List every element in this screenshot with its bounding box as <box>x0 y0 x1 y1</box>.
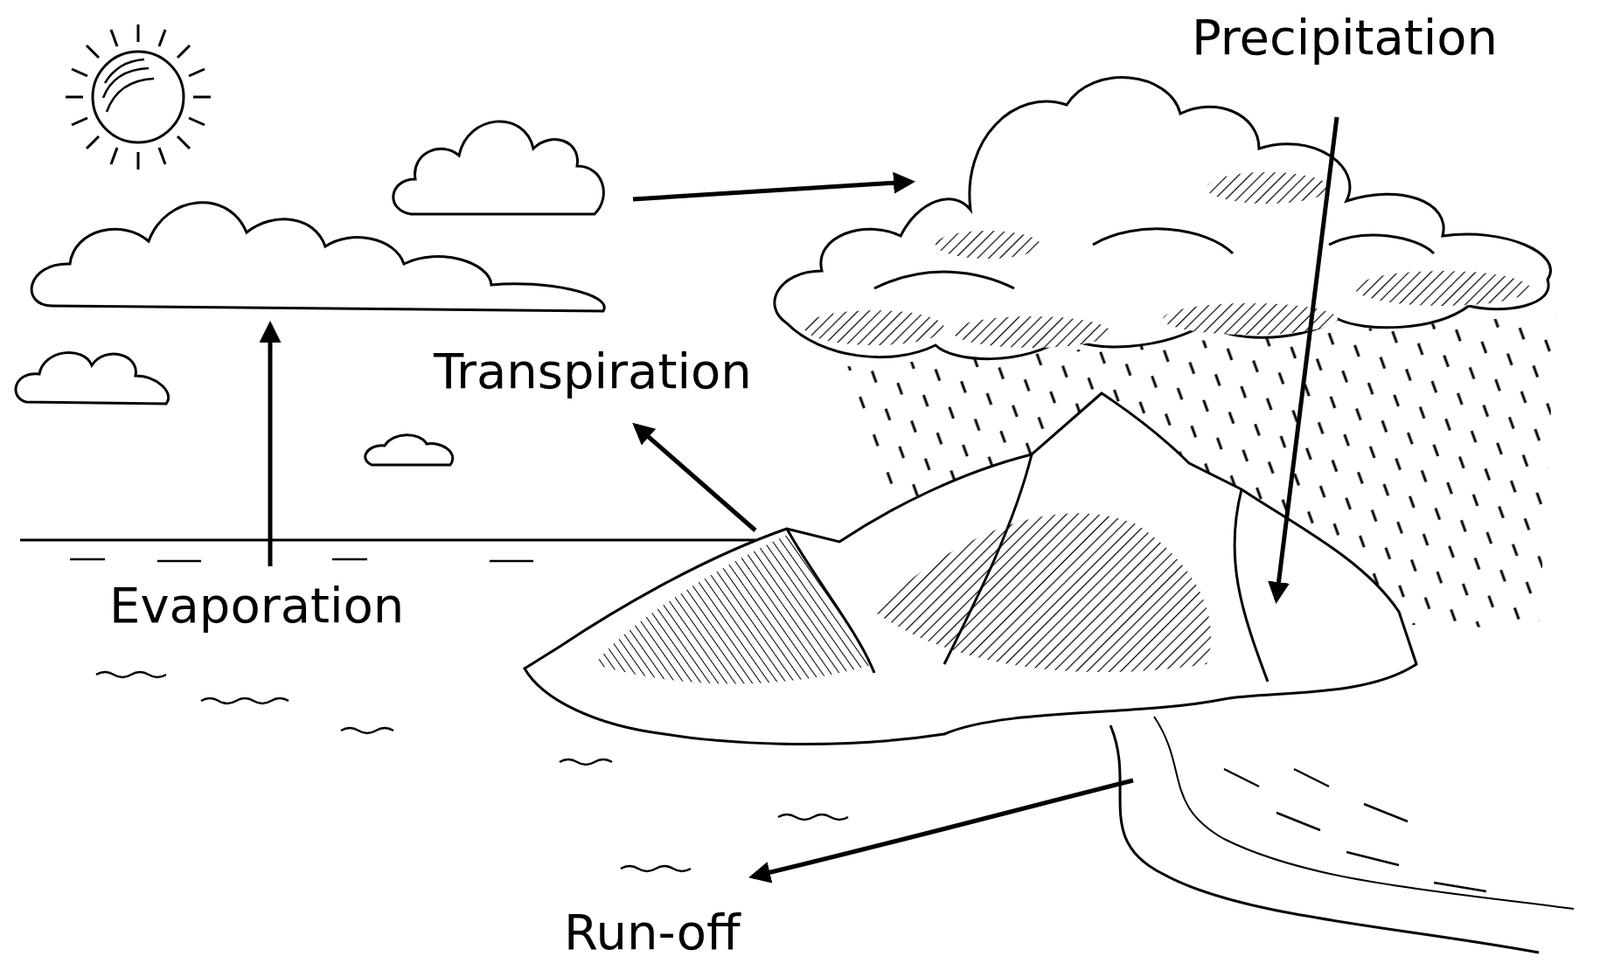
horizon <box>20 539 756 543</box>
coastline <box>1110 716 1574 954</box>
island <box>524 393 1417 745</box>
label-wrap: Evaporation <box>109 578 404 634</box>
water-ripples <box>69 559 849 872</box>
label-wrap: Precipitation <box>1191 10 1498 65</box>
process-label: Run-off <box>563 904 740 961</box>
sun <box>65 24 211 170</box>
clouds <box>15 121 605 466</box>
label-wrap: Run-off <box>563 905 740 960</box>
process-arrows <box>270 117 1337 877</box>
label-wrap: Transpiration <box>433 344 752 399</box>
process-label: Precipitation <box>1191 8 1498 66</box>
process-label: Evaporation <box>109 577 404 634</box>
process-label: Transpiration <box>433 342 752 400</box>
storm-clouds <box>774 77 1552 360</box>
